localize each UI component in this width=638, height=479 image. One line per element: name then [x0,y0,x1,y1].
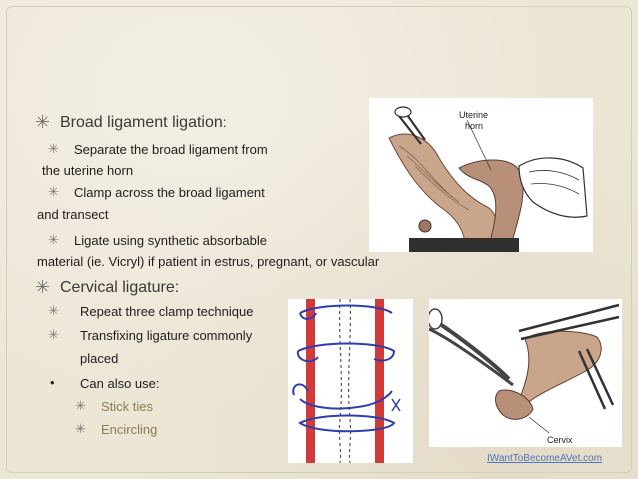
bullet-star-icon: ✳ [48,303,59,318]
item-text: Can also use: [80,376,160,391]
item-text: Clamp across the broad ligament [74,185,265,200]
cervix-clamp-drawing: Cervix [429,299,622,447]
bullet-star-icon: ✳ [48,327,59,342]
label-uterine: Uterine [459,110,488,120]
bullet-star-icon: ✳ [48,232,59,247]
item-text: Repeat three clamp technique [80,304,254,319]
uterine-horn-illustration: Uterine horn [369,98,593,252]
label-horn: horn [465,121,483,131]
bullet-star-icon: ✳ [48,184,59,199]
item-text-cont: placed [80,351,119,366]
subitem-stick-ties: Stick ties [101,399,154,414]
heading-broad-ligament: Broad ligament ligation: [60,114,227,131]
bullet-dot-icon: • [50,375,55,390]
item-text-cont: the uterine horn [42,163,134,178]
bullet-star-icon: ✳ [35,112,51,132]
footer-link[interactable]: IWantToBecomeAVet.com [487,453,603,464]
cervix-clamp-illustration: Cervix [429,299,622,447]
item-text-cont: and transect [37,207,109,222]
bullet-star-icon: ✳ [75,398,86,413]
bullet-star-icon: ✳ [48,141,59,156]
item-text: Transfixing ligature commonly [80,328,253,343]
item-text: Ligate using synthetic absorbable [74,233,267,248]
uterine-horn-drawing: Uterine horn [388,106,588,252]
item-text-cont: material (ie. Vicryl) if patient in estr… [37,254,380,269]
ligature-diagram [288,299,413,463]
item-text: Separate the broad ligament from [74,142,268,157]
heading-cervical-ligature: Cervical ligature: [60,279,180,296]
bullet-star-icon: ✳ [75,421,86,436]
label-cervix: Cervix [547,435,573,445]
bullet-star-icon: ✳ [35,277,51,297]
ligature-drawing [288,299,413,463]
subitem-encircling: Encircling [101,422,158,437]
